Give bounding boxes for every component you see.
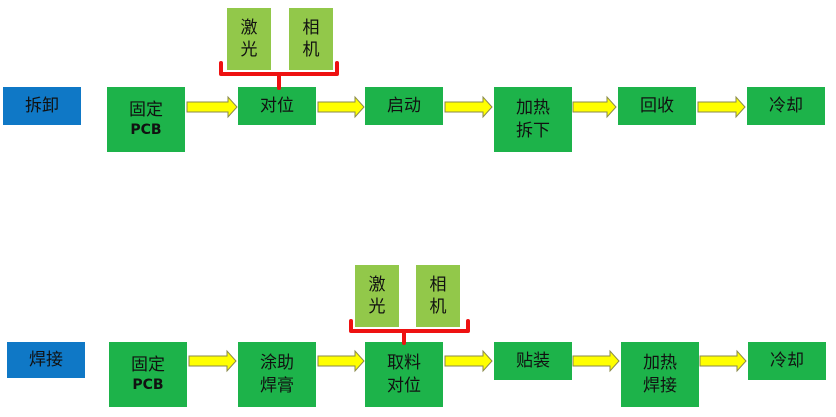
row-label-disassembly: 拆卸: [3, 87, 81, 125]
tool-line1: 激: [240, 17, 258, 38]
step-line2: 焊接: [643, 375, 677, 396]
step-line1: 冷却: [769, 95, 803, 116]
row-label-text: 拆卸: [25, 95, 59, 116]
tool-camera: 相 机: [416, 265, 460, 327]
step-align: 对位: [238, 87, 316, 125]
flow-arrow: [188, 349, 237, 373]
step-line1: 取料: [387, 353, 421, 374]
tool-laser: 激 光: [355, 265, 399, 327]
step-line1: 固定: [131, 355, 165, 376]
tool-line2: 机: [302, 40, 320, 60]
step-line1: 贴装: [516, 350, 550, 371]
step-line2: PCB: [132, 377, 164, 394]
flow-arrow: [444, 95, 493, 119]
step-line1: 加热: [516, 98, 550, 119]
step-line1: 固定: [129, 100, 163, 121]
tool-line2: 光: [240, 40, 258, 60]
step-line1: 涂助: [260, 353, 294, 374]
tool-line2: 机: [429, 297, 447, 317]
flow-arrow: [444, 349, 493, 373]
flow-arrow: [697, 95, 746, 119]
step-apply-flux: 涂助 焊膏: [238, 342, 316, 407]
step-cool: 冷却: [747, 87, 825, 125]
tool-line1: 激: [368, 274, 386, 295]
step-line2: PCB: [130, 122, 162, 139]
step-heat-weld: 加热 焊接: [621, 342, 699, 407]
flow-arrow: [317, 349, 365, 373]
step-heat-remove: 加热 拆下: [494, 87, 572, 152]
step-line1: 加热: [643, 353, 677, 374]
bracket-line: [219, 61, 339, 90]
step-fix-pcb: 固定 PCB: [107, 87, 185, 152]
step-line1: 启动: [387, 95, 421, 116]
step-fix-pcb: 固定 PCB: [109, 342, 187, 407]
flow-arrow: [572, 95, 617, 119]
step-start: 启动: [365, 87, 443, 125]
flow-arrow: [186, 95, 238, 119]
step-cool: 冷却: [748, 342, 826, 380]
tool-camera: 相 机: [289, 8, 333, 70]
step-recycle: 回收: [618, 87, 696, 125]
step-line2: 焊膏: [260, 375, 294, 396]
row-label-text: 焊接: [29, 349, 63, 370]
step-line1: 回收: [640, 95, 674, 116]
step-line1: 冷却: [770, 350, 804, 371]
arrows: [186, 95, 747, 373]
step-line2: 对位: [387, 375, 421, 396]
row-label-welding: 焊接: [7, 342, 85, 378]
flow-arrow: [572, 349, 620, 373]
tool-line1: 相: [429, 274, 447, 295]
bracket-line: [349, 319, 470, 345]
flow-arrow: [317, 95, 365, 119]
bracket-row2: [349, 319, 470, 345]
step-mount: 贴装: [494, 342, 572, 380]
tool-line2: 光: [368, 297, 386, 317]
flow-arrow: [699, 349, 747, 373]
bracket-row1: [219, 61, 339, 90]
step-line2: 拆下: [516, 120, 550, 141]
step-line1: 对位: [260, 95, 294, 116]
step-pick-align: 取料 对位: [365, 342, 443, 407]
tool-laser: 激 光: [227, 8, 271, 70]
tool-line1: 相: [302, 17, 320, 38]
